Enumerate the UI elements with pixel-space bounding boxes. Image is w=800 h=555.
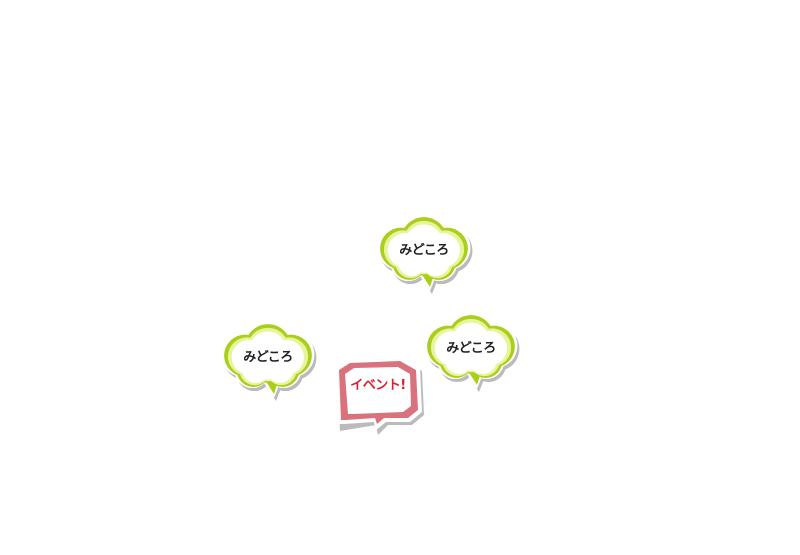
marker-label: イベント! — [350, 378, 406, 393]
speech-bubble-icon — [335, 358, 424, 435]
spot-marker-left[interactable]: みどころ — [224, 322, 312, 398]
event-marker[interactable]: イベント! — [332, 356, 424, 435]
marker-label: みどころ — [446, 341, 496, 356]
marker-label: みどころ — [243, 350, 293, 365]
marker-label: みどころ — [399, 243, 449, 258]
spot-marker-top[interactable]: みどころ — [380, 215, 468, 291]
spot-marker-right[interactable]: みどころ — [427, 313, 515, 389]
